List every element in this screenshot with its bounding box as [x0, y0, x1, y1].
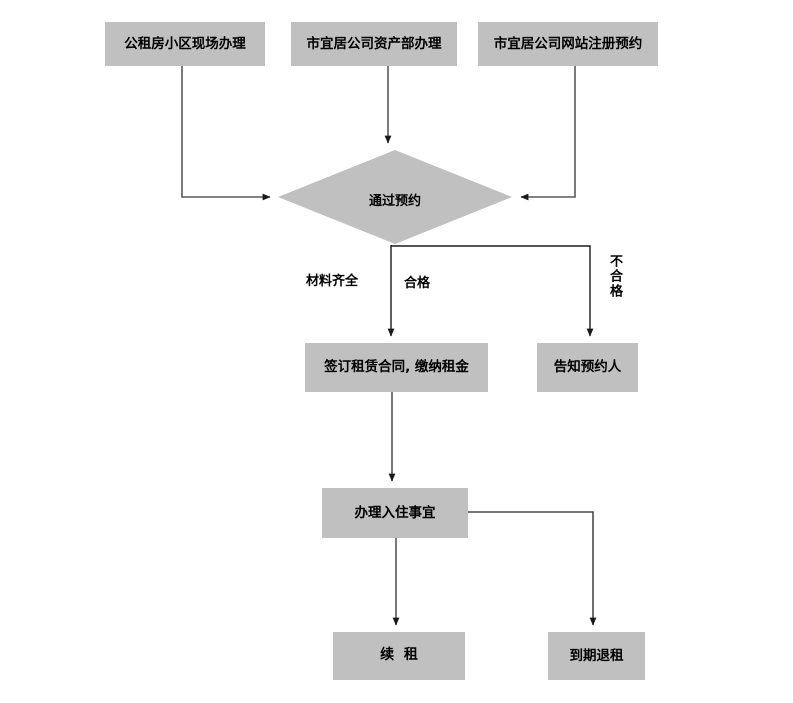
edge-n3-to-decision [520, 66, 576, 201]
node-website-registration[interactable]: 市宜居公司网站注册预约 [478, 22, 658, 66]
decision-diamond [278, 150, 512, 244]
node-sign-contract-pay-rent[interactable]: 签订租赁合同, 缴纳租金 [305, 343, 488, 392]
edge-label-materials-complete: 材料齐全 [306, 274, 359, 289]
node-move-in-procedures[interactable]: 办理入住事宜 [322, 488, 468, 538]
edge-label-qualified: 合格 [404, 276, 431, 291]
edge-n1-to-decision [181, 66, 271, 201]
node-lease-expiry-moveout[interactable]: 到期退租 [548, 632, 645, 680]
node-notify-applicant[interactable]: 告知预约人 [537, 343, 638, 392]
node-decision-label: 通过预约 [368, 194, 421, 209]
node-renew-lease[interactable]: 续 租 [333, 632, 465, 680]
node-asset-dept-application[interactable]: 市宜居公司资产部办理 [291, 22, 457, 66]
edge-movein-to-moveout [468, 511, 597, 626]
edge-label-not-qualified: 不合格 [607, 254, 622, 299]
node-onsite-application[interactable]: 公租房小区现场办理 [105, 22, 265, 66]
edge-decision-to-notify [391, 245, 594, 337]
